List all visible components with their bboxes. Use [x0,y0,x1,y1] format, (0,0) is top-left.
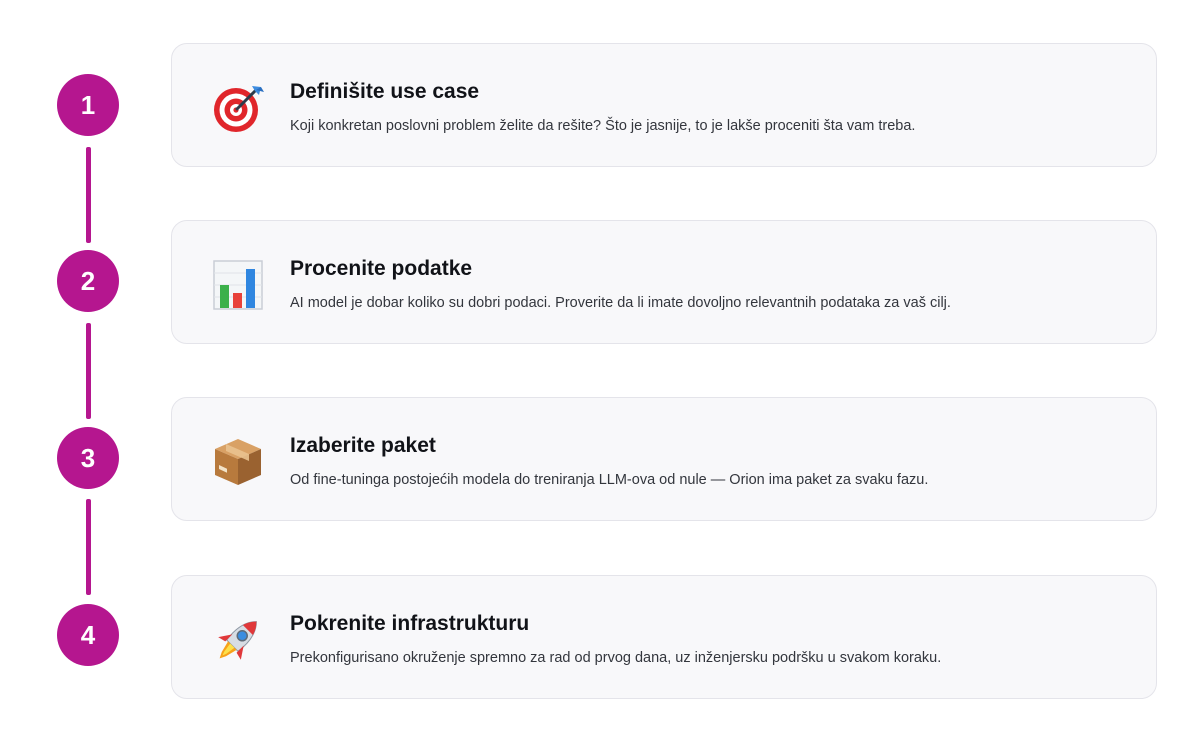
step-card-launch-infrastructure[interactable]: Pokrenite infrastrukturu Prekonfigurisan… [171,575,1157,699]
step-connector [86,499,91,595]
step-title: Procenite podatke [290,257,473,280]
step-connector [86,323,91,419]
package-icon [210,434,266,490]
bar-chart-icon [210,257,266,313]
step-card-define-use-case[interactable]: Definišite use case Koji konkretan poslo… [171,43,1157,167]
step-connector [86,147,91,243]
step-title: Izaberite paket [290,434,436,457]
step-number-badge: 2 [57,250,119,312]
step-number-badge: 1 [57,74,119,136]
step-description: Koji konkretan poslovni problem želite d… [290,118,916,134]
step-title: Definišite use case [290,80,480,103]
step-number-badge: 4 [57,604,119,666]
step-description: Od fine-tuninga postojećih modela do tre… [290,472,929,488]
step-number-badge: 3 [57,427,119,489]
step-title: Pokrenite infrastrukturu [290,612,530,635]
step-card-choose-package[interactable]: Izaberite paket Od fine-tuninga postojeć… [171,397,1157,521]
rocket-icon [210,612,266,668]
step-card-assess-data[interactable]: Procenite podatke AI model je dobar koli… [171,220,1157,344]
step-description: AI model je dobar koliko su dobri podaci… [290,295,951,311]
target-icon [210,80,266,136]
step-description: Prekonfigurisano okruženje spremno za ra… [290,650,942,666]
